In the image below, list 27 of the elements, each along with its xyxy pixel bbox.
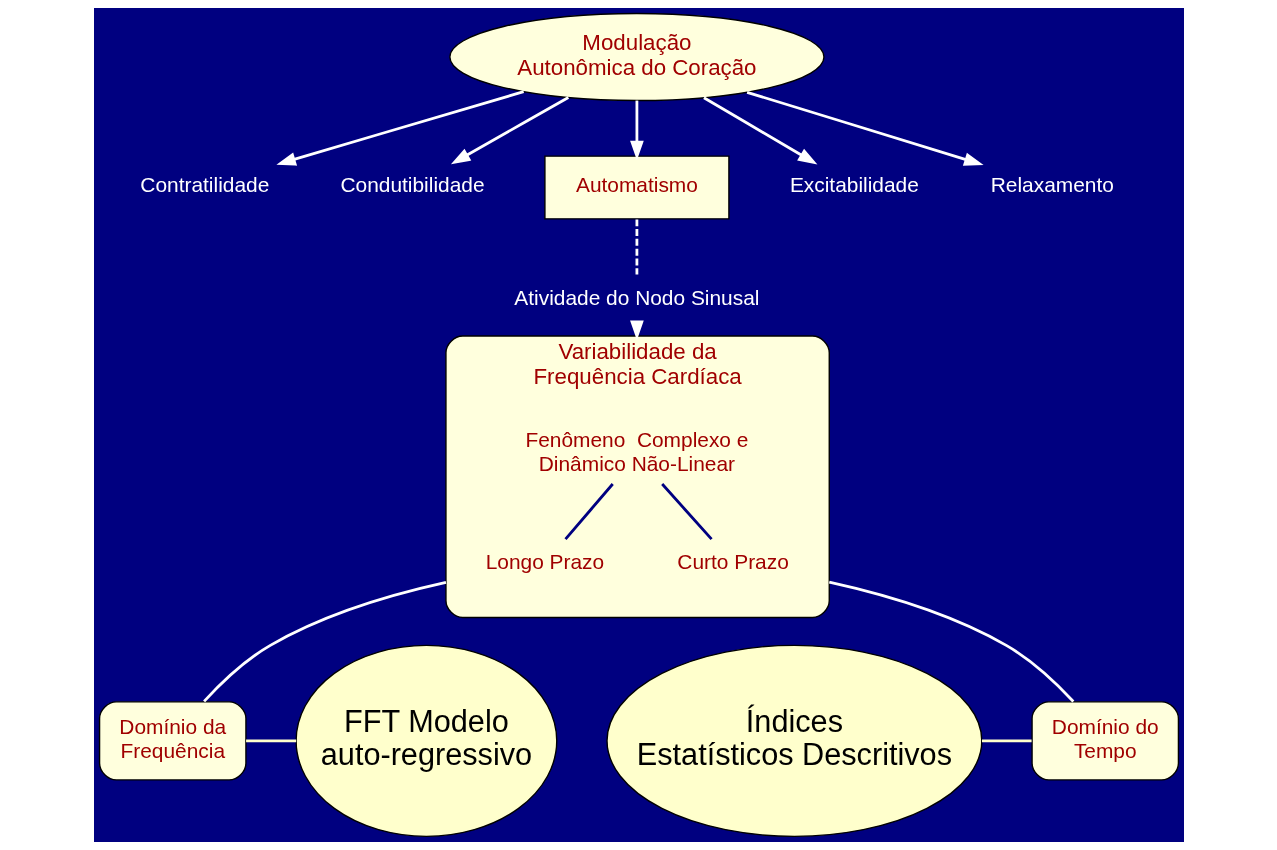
arrow bbox=[746, 90, 984, 166]
node-text: Relaxamento bbox=[990, 173, 1114, 197]
node-ellipse: FFT Modelo auto-regressivo bbox=[294, 644, 557, 838]
connector bbox=[202, 581, 446, 703]
node-text: Contratilidade bbox=[139, 173, 269, 197]
node-text: Longo Prazo bbox=[485, 550, 604, 574]
arrow bbox=[450, 96, 569, 165]
node-ellipse: Modulação Autonômica do Coração bbox=[448, 12, 825, 102]
connector bbox=[981, 739, 1032, 743]
connector bbox=[635, 219, 638, 275]
node-text: Atividade do Nodo Sinusal bbox=[513, 285, 759, 309]
connector bbox=[245, 739, 296, 743]
node-text: Condutibilidade bbox=[339, 173, 485, 197]
node-text: Fenômeno Complexo e Dinâmico Não-Linear bbox=[524, 428, 748, 476]
arrow bbox=[629, 100, 644, 161]
node-box: Domínio da Frequência bbox=[98, 701, 247, 781]
connector bbox=[563, 483, 614, 541]
connector bbox=[660, 483, 713, 541]
node-text: Curto Prazo bbox=[676, 550, 789, 574]
node-box: Automatismo bbox=[543, 155, 730, 220]
connector bbox=[828, 580, 1074, 703]
node-ellipse: Índices Estatísticos Descritivos bbox=[605, 644, 982, 838]
node-text: Excitabilidade bbox=[789, 173, 919, 197]
arrow bbox=[702, 96, 817, 165]
arrow bbox=[629, 320, 644, 341]
arrow bbox=[275, 90, 524, 166]
node-box: Domínio do Tempo bbox=[1030, 701, 1179, 781]
